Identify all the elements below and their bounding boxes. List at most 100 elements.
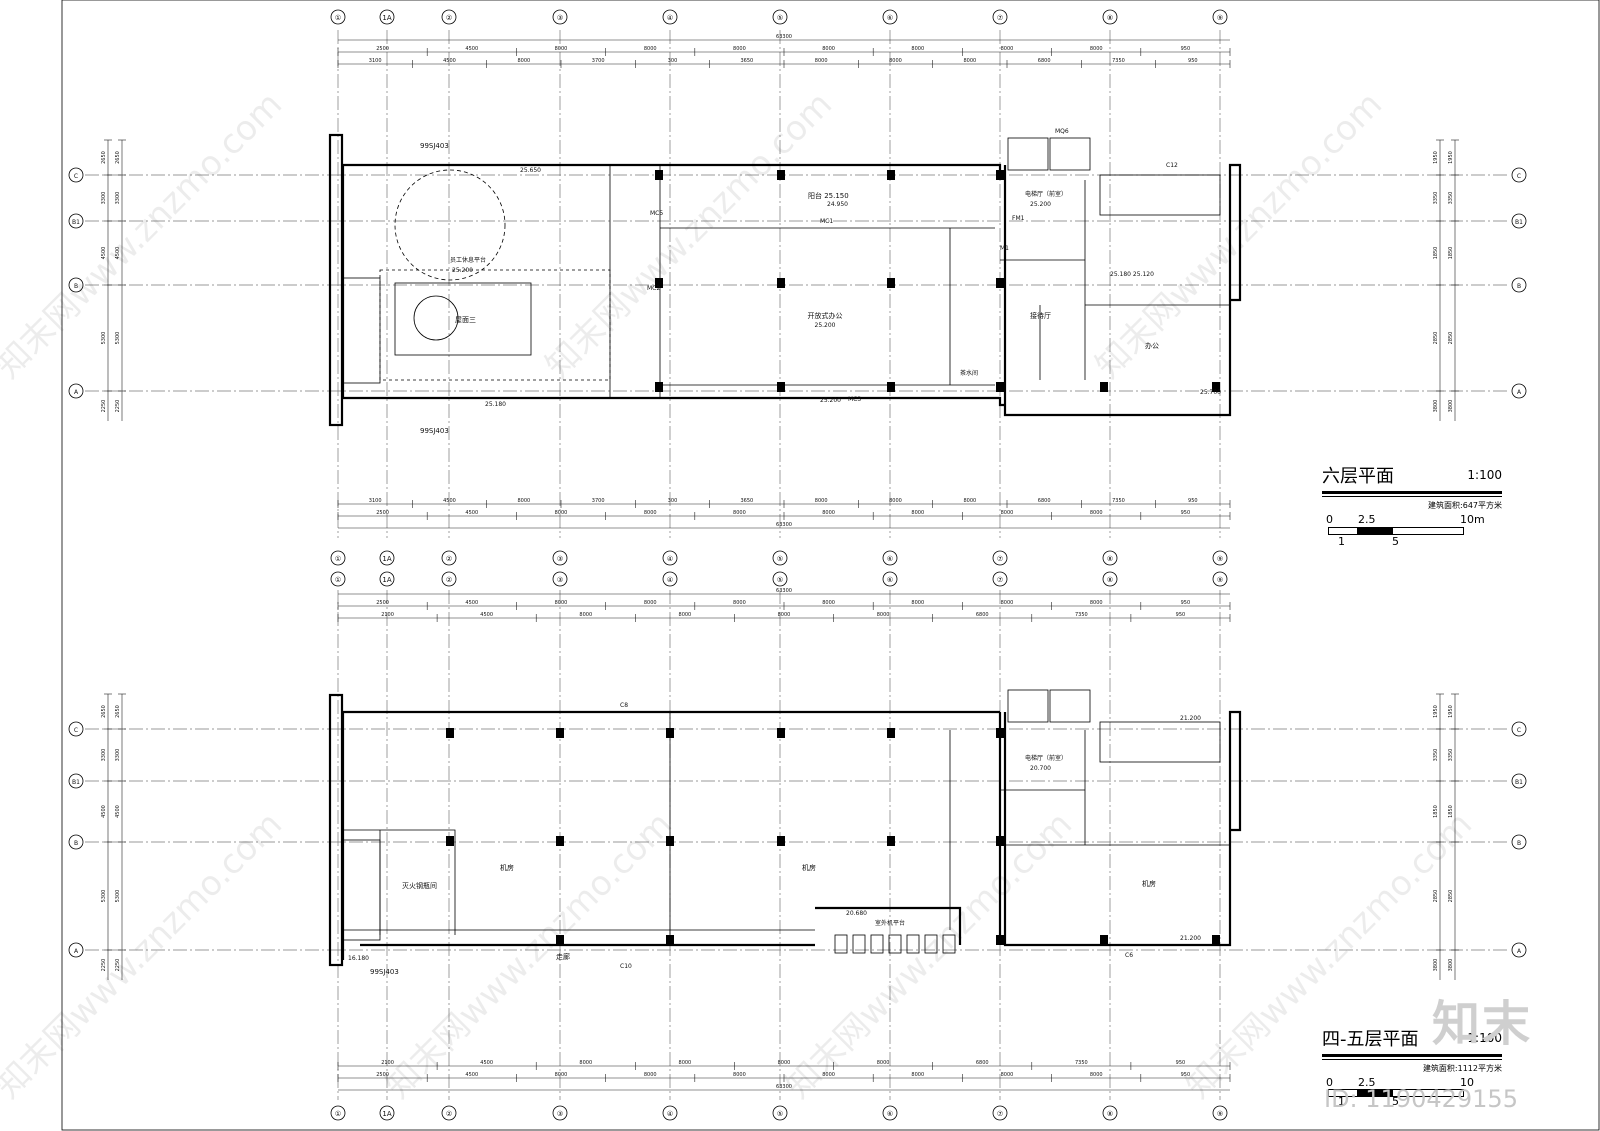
axis-bubble-label: ⑥ [887, 14, 893, 22]
dashed-circle [394, 169, 506, 281]
window-c8: C8 [620, 702, 628, 709]
elevator-1 [1007, 137, 1049, 171]
dim-top6-a-label: 2500 [376, 46, 389, 52]
elev-c: 21.200 [1180, 715, 1201, 722]
axis-bubble [552, 9, 568, 25]
room-fire: 灭火钢瓶间 [402, 881, 437, 890]
dim-top45-b-label: 8000 [579, 612, 592, 618]
dim-left45-label: 5300 [101, 890, 107, 903]
ref-top: 99SJ403 [420, 142, 449, 150]
door-mc3: MC3 [848, 396, 861, 403]
door-mc2: MC2 [647, 285, 660, 292]
dim-bottom45-a-label: 8000 [778, 1060, 791, 1066]
dim-top6-a-label: 8000 [644, 46, 657, 52]
axis-bubble-label: ① [335, 555, 341, 563]
dim-top6-b-label: 3650 [740, 58, 753, 64]
axis-bubble-label: ⑧ [1107, 14, 1113, 22]
watermark-1: 知末网www.znzmo.com [0, 84, 290, 386]
dim-bottom6-a-label: 3100 [369, 498, 382, 504]
dim-top6-a-label: 8000 [733, 46, 746, 52]
room-balcony-elev: 24.950 [827, 201, 848, 208]
scale-seg-1 [1328, 527, 1358, 535]
room-hall-mid: 机房 [802, 863, 816, 872]
dim-bottom45-a-label: 7350 [1075, 1060, 1088, 1066]
dim-right6b-label: 1950 [1448, 151, 1454, 164]
room-staff-platform-elev: 25.200 [452, 267, 473, 274]
axis-bubble [772, 550, 788, 566]
dim-bottom45-a-label: 8000 [579, 1060, 592, 1066]
dim-top6-a-label: 950 [1181, 46, 1191, 52]
title-underline [1322, 491, 1502, 494]
scale45-seg-3 [1392, 1089, 1464, 1097]
dim-bottom6-a-label: 6800 [1038, 498, 1051, 504]
row-bubble [1511, 834, 1527, 850]
axis-bubble [552, 1105, 568, 1121]
axis-bubble-label: ① [335, 576, 341, 584]
elev-mid: 25.180 25.120 [1110, 271, 1154, 278]
plan-sixth-floor: 开放式办公 25.200 阳台 25.150 24.950 员工休息平台 25.… [328, 128, 1242, 435]
dim-right45-label: 3800 [1433, 959, 1439, 972]
stair-left-45 [341, 839, 381, 941]
elev-a: 20.680 [846, 910, 867, 917]
brand-watermark-id: ID: 1190429155 [1324, 1085, 1518, 1113]
dim-top45-a-label: 8000 [822, 600, 835, 606]
axis-bubble-label: ⑤ [777, 576, 783, 584]
dim-bottom45-a-label: 8000 [877, 1060, 890, 1066]
axis-bubble [992, 1105, 1008, 1121]
brand-watermark-logo: 知末 [1432, 996, 1533, 1052]
room-balcony: 阳台 25.150 [808, 191, 849, 200]
elev-b: 16.180 [348, 955, 369, 962]
dim-top45-b-label: 7350 [1075, 612, 1088, 618]
axis-bubble-label: ② [446, 1110, 452, 1118]
row-bubble-label: C [1517, 173, 1521, 180]
axis-bubble-label: ④ [667, 1110, 673, 1118]
scale-bar-four-five-floor: 0 2.5 10 1 5 [1322, 1076, 1502, 1108]
axis-bubble-label: ① [335, 14, 341, 22]
horizontal-axis-lines [85, 174, 1510, 951]
dim-top6-b-label: 300 [668, 58, 678, 64]
roof-garden-hatch [394, 282, 532, 356]
dim-left6b-label: 2650 [115, 151, 121, 164]
dim-bottom6-b-label: 2500 [376, 510, 389, 516]
axis-bubble-label: ⑧ [1107, 1110, 1113, 1118]
title-underline-45 [1322, 1054, 1502, 1057]
axis-bubble [330, 9, 346, 25]
dim-bottom6-a-label: 950 [1188, 498, 1198, 504]
dim-bottom6-b-label: 8000 [822, 510, 835, 516]
dim-top6-b-label: 3700 [592, 58, 605, 64]
axis-bubble [379, 571, 395, 587]
dim-bottom6-a-label: 300 [668, 498, 678, 504]
dim-left6-label: 3300 [101, 192, 107, 205]
room-hall-right: 机房 [1142, 879, 1156, 888]
dim-left6b-label: 2250 [115, 400, 121, 413]
row-bubble-label: B1 [72, 219, 80, 226]
window-c10: C10 [620, 963, 632, 970]
dim-top45-a-label: 8000 [1001, 600, 1014, 606]
stair-right-45 [1099, 721, 1221, 763]
room-hall-left: 机房 [500, 863, 514, 872]
scale45-tick-1: 1 [1338, 1095, 1345, 1108]
axis-bubble-label: ④ [667, 555, 673, 563]
axis-bubble-label: ② [446, 14, 452, 22]
row-bubble-label: C [74, 173, 78, 180]
stair-right [1099, 174, 1221, 216]
title-four-five-floor: 四-五层平面 [1322, 1029, 1419, 1050]
dim-right6b-label: 1850 [1448, 247, 1454, 260]
dim-right45-label: 2850 [1433, 890, 1439, 903]
scale45-tick-5: 5 [1392, 1095, 1399, 1108]
dim-bottom45-b-label: 8000 [733, 1072, 746, 1078]
dim-left45-label: 2250 [101, 959, 107, 972]
dim-bottom6-a-label: 3700 [592, 498, 605, 504]
scale45-tick-2-5: 2.5 [1358, 1076, 1376, 1089]
elev-bottom: 25.180 [485, 401, 506, 408]
axis-bubble-label: ③ [557, 555, 563, 563]
dim-bottom45-b-label: 950 [1181, 1072, 1191, 1078]
axis-bubble [882, 1105, 898, 1121]
axis-bubble-label: ② [446, 555, 452, 563]
stair-left [341, 277, 381, 384]
window-c6: C6 [1125, 952, 1133, 959]
dim-bottom45-b-label: 4500 [465, 1072, 478, 1078]
axis-bubble [882, 9, 898, 25]
dim-right45b-label: 1950 [1448, 705, 1454, 718]
left-wall-strip [328, 133, 344, 427]
